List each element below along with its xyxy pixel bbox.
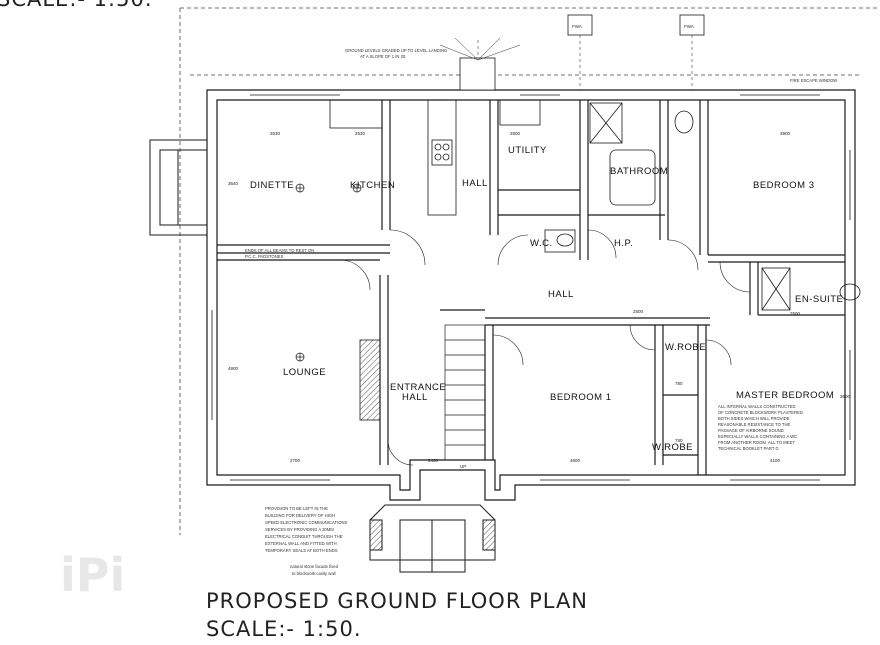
- svg-text:TECHNICAL BOOKLET PART G: TECHNICAL BOOKLET PART G: [718, 446, 779, 451]
- dim-1: 2630: [270, 131, 281, 136]
- drawing-scale: SCALE:- 1:50.: [206, 617, 362, 641]
- room-master-bedroom: MASTER BEDROOM: [736, 390, 834, 401]
- dim-12: 4100: [770, 458, 781, 463]
- svg-text:ESPECIALLY WALLS CONTAINING A: ESPECIALLY WALLS CONTAINING A WC: [718, 434, 797, 439]
- room-wrobe2: W.ROBE: [652, 442, 693, 453]
- svg-text:natural stone facade fixed: natural stone facade fixed: [290, 564, 339, 569]
- room-bedroom3: BEDROOM 3: [753, 180, 815, 191]
- dim-10: 2430: [428, 458, 439, 463]
- fwa-boxes: [567, 14, 705, 36]
- room-utility: UTILITY: [508, 145, 547, 156]
- room-entrance-2: HALL: [402, 392, 428, 403]
- svg-text:P.C.C. PADSTONES: P.C.C. PADSTONES: [245, 254, 284, 259]
- dim-13: 780: [675, 381, 683, 386]
- note-ends-of-beams: ENDS OF ALL BEAMS TO REST ON P.C.C. PADS…: [245, 248, 314, 259]
- fwa-label-2: FWA: [684, 24, 694, 29]
- room-dinette: DINETTE: [250, 180, 294, 191]
- external-walls: [206, 89, 856, 501]
- dim-14: 780: [675, 438, 683, 443]
- ceiling-light-icons: [295, 183, 362, 362]
- room-wc: W.C.: [530, 238, 553, 249]
- windows: [211, 94, 851, 481]
- top-scale-text: SCALE:- 1:50.: [0, 0, 153, 11]
- room-bedroom1: BEDROOM 1: [550, 392, 612, 403]
- dim-7: 2700: [290, 458, 301, 463]
- dim-2: 2630: [355, 131, 366, 136]
- staircase: [444, 324, 486, 461]
- door-swings: [339, 229, 751, 466]
- kitchen-units: [329, 99, 541, 216]
- front-porch: [369, 504, 496, 573]
- svg-text:EXTERNAL WALL AND FITTED WITH: EXTERNAL WALL AND FITTED WITH: [265, 541, 337, 546]
- svg-text:PROVISION TO BE LEFT IN THE: PROVISION TO BE LEFT IN THE: [265, 506, 328, 511]
- dim-9: 3600: [840, 394, 851, 399]
- svg-text:FROM ANOTHER ROOM. ALL TO MEET: FROM ANOTHER ROOM. ALL TO MEET: [718, 440, 795, 445]
- svg-text:OF CONCRETE BLOCKWORK PLASTERE: OF CONCRETE BLOCKWORK PLASTERED: [718, 410, 803, 415]
- dim-15: 2500: [633, 309, 644, 314]
- svg-text:ELECTRICAL CONDUIT THROUGH THE: ELECTRICAL CONDUIT THROUGH THE: [265, 534, 343, 539]
- site-boundary: [179, 7, 880, 535]
- watermark-logo: iPi: [60, 548, 126, 602]
- note-ground-levels: GROUND LEVELS GRADED UP TO LEVEL LANDING…: [345, 48, 447, 59]
- side-bay: [149, 139, 208, 236]
- svg-text:SERVICES BY PROVIDING A 20MM: SERVICES BY PROVIDING A 20MM: [265, 527, 334, 532]
- svg-text:ALL INTERNAL WALLS CONSTRUCTED: ALL INTERNAL WALLS CONSTRUCTED: [718, 404, 795, 409]
- svg-text:SPEED ELECTRONIC COMMUNICATION: SPEED ELECTRONIC COMMUNICATIONS: [265, 520, 347, 525]
- room-wrobe1: W.ROBE: [665, 342, 706, 353]
- bathroom-fixtures: [544, 102, 861, 311]
- svg-text:BOTH SIDES WHICH WILL PROVIDE: BOTH SIDES WHICH WILL PROVIDE: [718, 416, 790, 421]
- fwa-label-1: FWA: [572, 24, 582, 29]
- note-natural-stone: natural stone facade fixed to blockwork …: [290, 564, 339, 576]
- dim-4: 3900: [780, 131, 791, 136]
- room-hall-upper: HALL: [462, 178, 488, 189]
- dim-3: 2500: [510, 131, 521, 136]
- room-ensuite: EN-SUITE: [795, 294, 843, 305]
- stair-up-label: UP: [460, 464, 466, 469]
- room-hp: H.P.: [614, 238, 633, 249]
- dim-5: 3640: [228, 181, 239, 186]
- svg-text:REASONABLE RESISTANCE TO THE: REASONABLE RESISTANCE TO THE: [718, 422, 791, 427]
- dim-8: 4600: [570, 458, 581, 463]
- room-kitchen: KITCHEN: [350, 180, 395, 191]
- room-hall-main: HALL: [548, 289, 574, 300]
- svg-text:GROUND LEVELS GRADED UP TO LEV: GROUND LEVELS GRADED UP TO LEVEL LANDING: [345, 48, 447, 53]
- room-entrance-1: ENTRANCE: [390, 382, 446, 393]
- drawing-title: PROPOSED GROUND FLOOR PLAN: [206, 589, 589, 613]
- svg-text:ENDS OF ALL BEAMS TO REST ON: ENDS OF ALL BEAMS TO REST ON: [245, 248, 314, 253]
- svg-text:to blockwork cavity wall: to blockwork cavity wall: [292, 571, 336, 576]
- room-bathroom: BATHROOM: [610, 166, 668, 177]
- note-provision: PROVISION TO BE LEFT IN THE BUILDING FOR…: [265, 506, 347, 553]
- svg-text:AT A SLOPE OF 1 IN 20.: AT A SLOPE OF 1 IN 20.: [360, 54, 406, 59]
- svg-text:TEMPORARY SEALS AT BOTH ENDS: TEMPORARY SEALS AT BOTH ENDS: [265, 548, 338, 553]
- chimney: [359, 57, 496, 421]
- svg-text:BUILDING FOR DELIVERY OF HIGH: BUILDING FOR DELIVERY OF HIGH: [265, 513, 335, 518]
- dim-6: 4900: [228, 366, 239, 371]
- svg-text:PASSAGE OF AIRBORNE SOUND: PASSAGE OF AIRBORNE SOUND: [718, 428, 784, 433]
- room-lounge: LOUNGE: [283, 367, 326, 378]
- note-master-internal-walls: ALL INTERNAL WALLS CONSTRUCTED OF CONCRE…: [718, 404, 803, 451]
- dim-11: 2500: [790, 311, 801, 316]
- note-fire-escape: FIRE ESCAPE WINDOW: [790, 78, 837, 83]
